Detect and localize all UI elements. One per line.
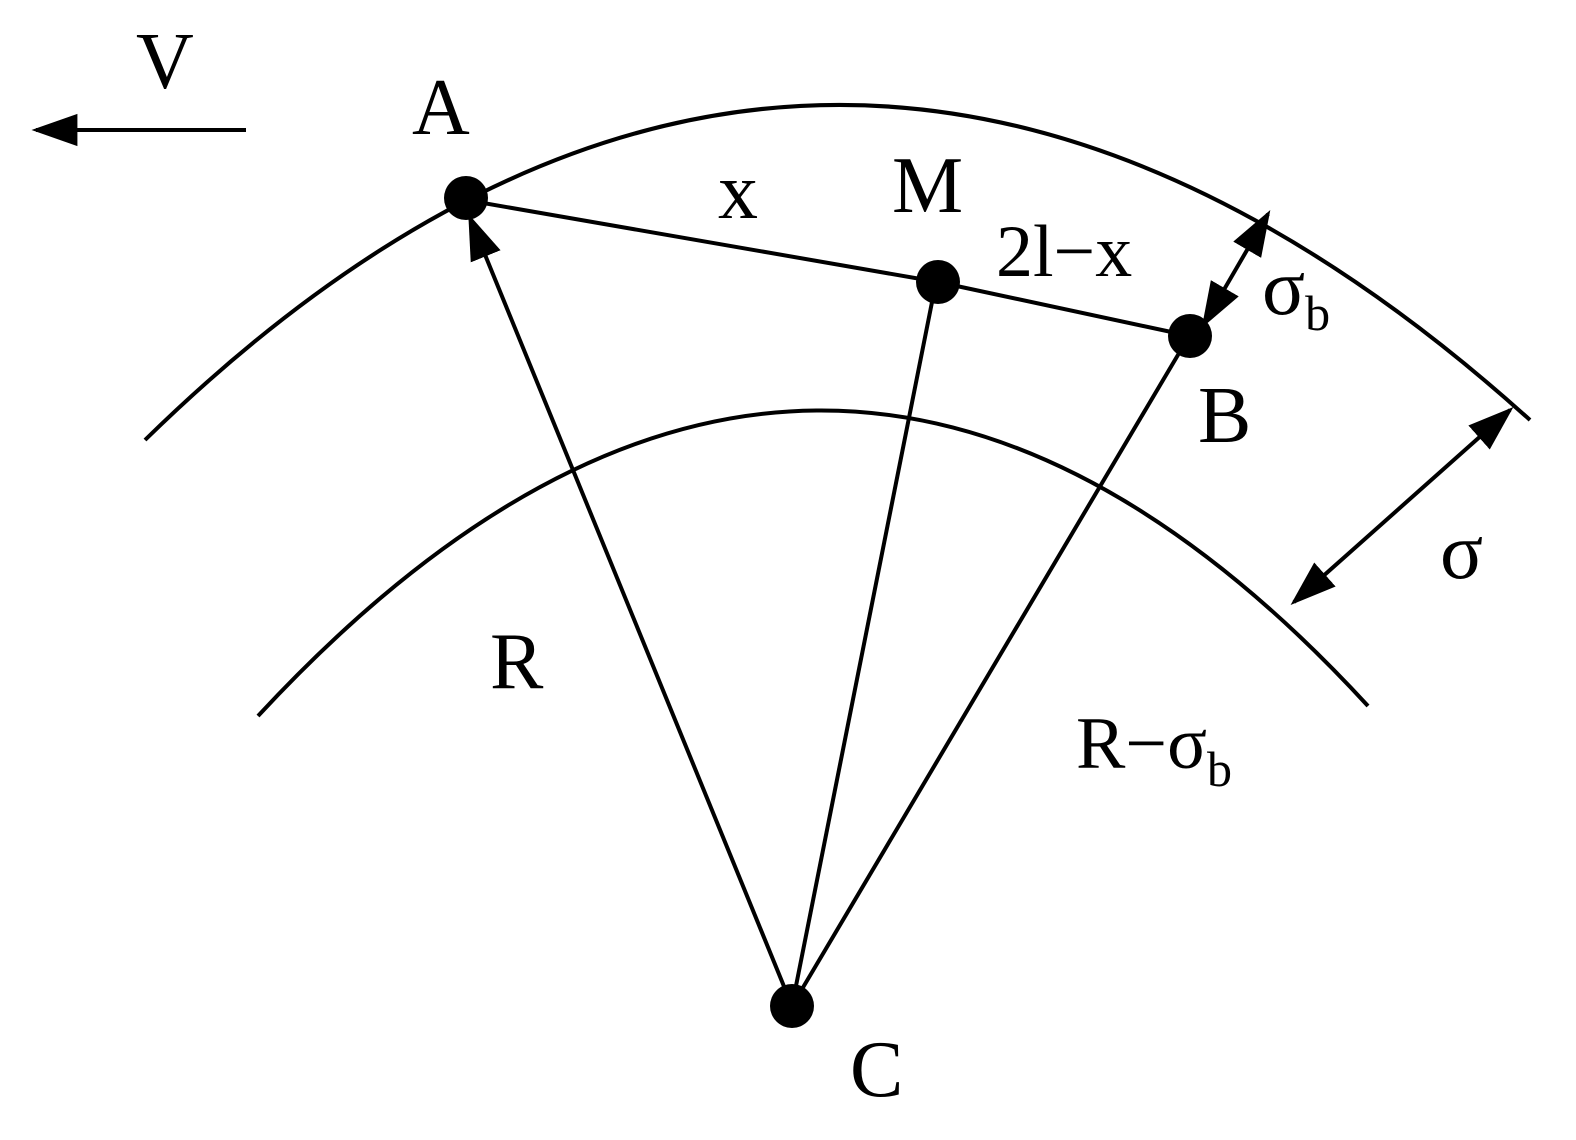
- point-c-dot: [770, 984, 814, 1028]
- point-a-dot: [444, 176, 488, 220]
- chord-mb: [937, 280, 1191, 338]
- segment-x-label: x: [718, 148, 758, 236]
- point-m-dot: [916, 260, 960, 304]
- chord-am: [465, 198, 939, 284]
- gap-sigma-b-label: σb: [1262, 244, 1330, 341]
- radius-r-minus-sigma-b-subscript: b: [1207, 741, 1232, 797]
- outer-arc: [143, 103, 1532, 442]
- point-b-dot: [1168, 314, 1212, 358]
- point-m-label: M: [892, 142, 963, 230]
- point-c-label: C: [850, 1026, 903, 1114]
- gap-sigma-label: σ: [1440, 508, 1483, 596]
- point-a-label: A: [412, 64, 470, 152]
- radius-line-cb: [790, 336, 1190, 1008]
- radius-r-minus-sigma-b-main: R−σ: [1076, 703, 1207, 785]
- velocity-label: V: [136, 18, 194, 106]
- radius-r-label: R: [490, 618, 544, 706]
- point-b-label: B: [1198, 372, 1251, 460]
- gap-sigma-b-main: σ: [1262, 244, 1305, 332]
- gap-sigma-b-subscript: b: [1305, 285, 1330, 341]
- radius-r-minus-sigma-b-label: R−σb: [1076, 703, 1232, 797]
- sigma-arrow: [1290, 406, 1514, 606]
- sigma-b-arrow: [1201, 210, 1271, 328]
- radius-line-ca: [468, 213, 794, 1007]
- radius-line-cm: [790, 281, 938, 1007]
- inner-arc: [256, 408, 1370, 718]
- segment-2l-x-label: 2l−x: [996, 211, 1132, 293]
